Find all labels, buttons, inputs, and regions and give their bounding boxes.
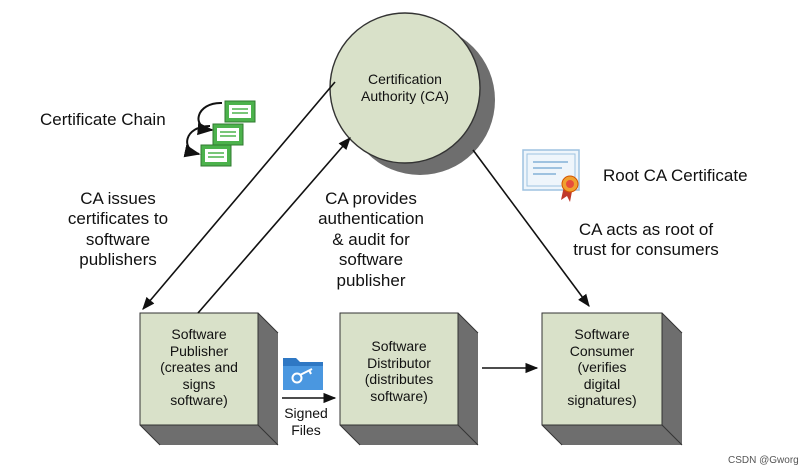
root-certificate-icon bbox=[522, 149, 580, 202]
publisher-box-line: Publisher bbox=[169, 342, 229, 359]
consumer-box-line: Consumer bbox=[569, 342, 635, 359]
arrow-ca-to-publisher bbox=[142, 81, 336, 310]
ca-issues-line: certificates to bbox=[67, 209, 169, 229]
publisher-box-line: Software bbox=[171, 326, 227, 342]
consumer-box-line: digital bbox=[583, 375, 621, 392]
consumer-box bbox=[541, 312, 683, 446]
signed-files-line: Signed bbox=[284, 405, 328, 421]
ca-provides-line: software bbox=[338, 250, 404, 270]
consumer-box-label: Software Consumer (verifies digital sign… bbox=[542, 326, 662, 409]
ca-trust-label: CA acts as root of trust for consumers bbox=[556, 220, 736, 261]
ca-trust-line: trust for consumers bbox=[573, 240, 719, 260]
distributor-box-line: (distributes bbox=[364, 371, 434, 388]
publisher-box-line: (creates and bbox=[160, 359, 238, 376]
consumer-box-line: signatures) bbox=[567, 392, 637, 409]
ca-provides-label: CA provides authentication & audit for s… bbox=[296, 189, 446, 291]
consumer-box-line: (verifies bbox=[577, 359, 627, 376]
root-ca-certificate-label: Root CA Certificate bbox=[603, 166, 748, 185]
ca-issues-line: publishers bbox=[79, 250, 157, 270]
distributor-box-line: Distributor bbox=[367, 354, 431, 371]
distributor-box-line: software) bbox=[370, 387, 428, 404]
distributor-box-label: Software Distributor (distributes softwa… bbox=[340, 338, 458, 404]
ca-provides-line: CA provides bbox=[325, 189, 417, 208]
ca-label-line: Authority (CA) bbox=[361, 87, 449, 104]
signed-files-line: Files bbox=[291, 421, 321, 438]
consumer-box-line: Software bbox=[574, 326, 630, 342]
ca-circle bbox=[329, 12, 495, 175]
ca-issues-line: software bbox=[85, 229, 151, 249]
ca-provides-line: & audit for bbox=[332, 229, 410, 249]
arrow-publisher-to-ca bbox=[197, 137, 351, 314]
ca-issues-line: CA issues bbox=[80, 189, 156, 208]
ca-label: Certification Authority (CA) bbox=[335, 71, 475, 105]
ca-provides-line: authentication bbox=[318, 209, 424, 229]
distributor-box-line: Software bbox=[371, 338, 427, 354]
publisher-box bbox=[139, 312, 279, 446]
ca-label-line: Certification bbox=[368, 71, 442, 87]
publisher-box-line: signs bbox=[182, 375, 216, 392]
distributor-box bbox=[339, 312, 479, 446]
folder-key-icon bbox=[283, 358, 323, 390]
certificate-chain-icon bbox=[183, 100, 256, 167]
ca-provides-line: publisher bbox=[336, 270, 406, 290]
publisher-box-line: software) bbox=[170, 392, 228, 409]
arrow-ca-to-consumer bbox=[472, 149, 590, 308]
certificate-chain-label: Certificate Chain bbox=[40, 110, 166, 129]
ca-trust-line: CA acts as root of bbox=[578, 220, 714, 239]
signed-files-label: Signed Files bbox=[275, 405, 337, 439]
publisher-box-label: Software Publisher (creates and signs so… bbox=[140, 326, 258, 409]
ca-issues-label: CA issues certificates to software publi… bbox=[48, 189, 188, 271]
watermark: CSDN @Gworg bbox=[728, 455, 799, 466]
